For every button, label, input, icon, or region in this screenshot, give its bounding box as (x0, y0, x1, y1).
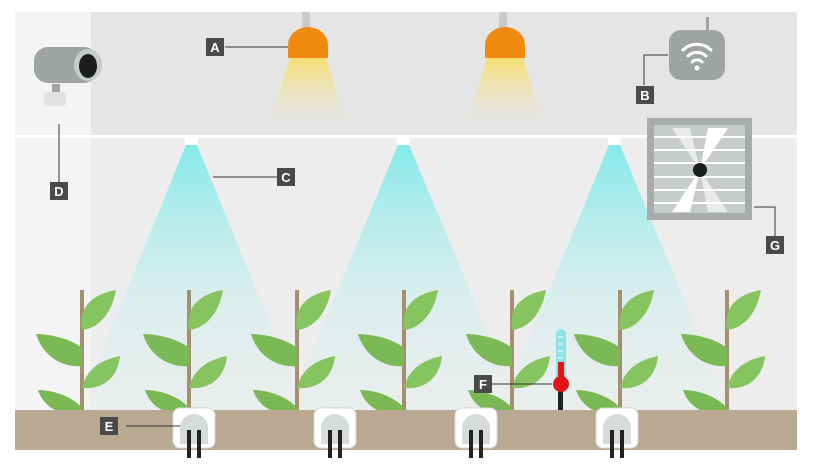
grow-light-lamp-icon (288, 12, 328, 58)
sprinkler-nozzle (397, 138, 410, 145)
label-e: E (100, 417, 118, 435)
grow-light-lamp-icon (485, 12, 525, 58)
label-a: A (206, 38, 224, 56)
label-f-text: F (479, 377, 487, 392)
soil-bed (15, 410, 797, 450)
label-b: B (636, 86, 654, 104)
light-beam (270, 58, 346, 122)
light-beam (467, 58, 543, 122)
wifi-hub-icon (669, 17, 725, 80)
sprinkler-pipe (15, 135, 797, 138)
mist-spray-cone (78, 145, 305, 410)
label-g-text: G (770, 238, 780, 253)
label-a-text: A (210, 40, 220, 55)
label-e-text: E (105, 419, 114, 434)
thermometer-icon (553, 329, 569, 410)
label-c-text: C (281, 170, 291, 185)
ventilation-fan-icon (647, 118, 752, 220)
leader-line-g (754, 206, 776, 236)
mist-spray-cone (288, 145, 520, 410)
label-b-text: B (640, 88, 649, 103)
sprinkler-nozzle (608, 138, 621, 145)
label-c: C (277, 168, 295, 186)
label-f: F (474, 375, 492, 393)
security-camera-icon (34, 47, 102, 106)
leader-line-b (643, 54, 668, 85)
label-g: G (766, 236, 784, 254)
ceiling-band (15, 12, 797, 136)
sprinkler-nozzle (185, 138, 198, 145)
label-d-text: D (54, 184, 63, 199)
label-d: D (50, 182, 68, 200)
